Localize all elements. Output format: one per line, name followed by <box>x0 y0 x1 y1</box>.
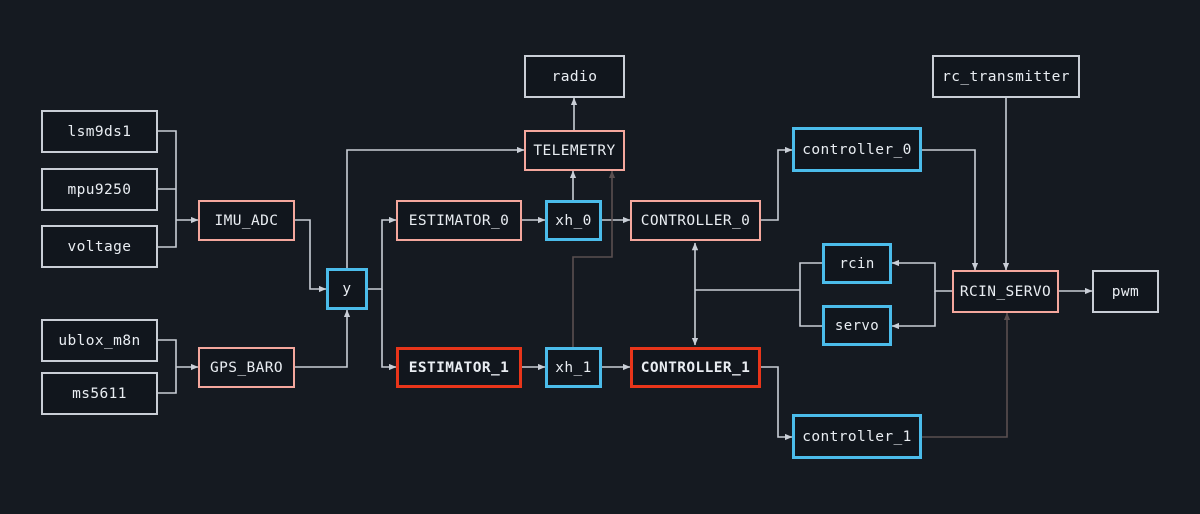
node-ms5611[interactable]: ms5611 <box>41 372 158 415</box>
node-label: rcin <box>839 255 875 272</box>
wire-rcin_servo-rcin <box>891 259 952 292</box>
node-label: IMU_ADC <box>214 212 279 229</box>
node-label: ESTIMATOR_1 <box>408 359 510 376</box>
node-rcin-servo[interactable]: RCIN_SERVO <box>952 270 1059 313</box>
node-label: radio <box>551 68 598 85</box>
node-label: RCIN_SERVO <box>959 283 1052 300</box>
node-servo[interactable]: servo <box>822 305 892 346</box>
node-mpu9250[interactable]: mpu9250 <box>41 168 158 211</box>
node-controller-0-signal[interactable]: controller_0 <box>792 127 922 172</box>
wire-controller_1-node <box>761 366 793 441</box>
node-voltage[interactable]: voltage <box>41 225 158 268</box>
node-label: y <box>342 281 352 297</box>
node-label: GPS_BARO <box>209 359 284 376</box>
node-imu-adc[interactable]: IMU_ADC <box>198 200 295 241</box>
node-gps-baro[interactable]: GPS_BARO <box>198 347 295 388</box>
node-label: rc_transmitter <box>942 68 1070 85</box>
node-label: ESTIMATOR_0 <box>408 212 510 229</box>
node-label: xh_0 <box>555 212 592 229</box>
wire-y-estimator_1 <box>381 289 397 371</box>
wire-y-estimator_0 <box>368 216 397 290</box>
node-y[interactable]: y <box>326 268 368 310</box>
wire-voltage-imu_adc <box>158 220 177 248</box>
node-rc-transmitter[interactable]: rc_transmitter <box>932 55 1080 98</box>
node-radio[interactable]: radio <box>524 55 625 98</box>
wire-rcin_servo-servo <box>891 291 936 330</box>
wire-imu_adc-y <box>295 219 327 293</box>
node-label: CONTROLLER_1 <box>640 359 751 376</box>
node-label: ms5611 <box>72 385 127 402</box>
wire-ms5611-gps_baro <box>158 367 177 394</box>
node-label: controller_1 <box>802 428 912 445</box>
node-xh-1[interactable]: xh_1 <box>545 347 602 388</box>
wire-controller_0s-rcin_servo <box>922 149 979 271</box>
wire-ublox-gps_baro <box>158 339 177 367</box>
node-controller-1[interactable]: CONTROLLER_1 <box>630 347 761 388</box>
node-lsm9ds1[interactable]: lsm9ds1 <box>41 110 158 153</box>
wire-controller_0-node <box>761 146 793 221</box>
node-ublox-m8n[interactable]: ublox_m8n <box>41 319 158 362</box>
wire-lsm9ds1-imu_adc <box>158 130 177 220</box>
node-telemetry[interactable]: TELEMETRY <box>524 130 625 171</box>
node-label: controller_0 <box>802 141 912 158</box>
node-label: ublox_m8n <box>58 332 141 349</box>
wire-controller_1s-rcin_servo-dim <box>922 312 1011 438</box>
node-label: voltage <box>67 238 132 255</box>
node-label: xh_1 <box>555 359 592 376</box>
wire-gps_baro-y <box>295 309 351 368</box>
wire-xh_1-telemetry-dim <box>572 170 616 347</box>
node-controller-0[interactable]: CONTROLLER_0 <box>630 200 761 241</box>
node-label: pwm <box>1111 283 1140 300</box>
node-label: TELEMETRY <box>533 142 616 159</box>
node-pwm[interactable]: pwm <box>1092 270 1159 313</box>
node-controller-1-signal[interactable]: controller_1 <box>792 414 922 459</box>
node-estimator-1[interactable]: ESTIMATOR_1 <box>396 347 522 388</box>
wire-bus-servo <box>799 290 822 327</box>
node-label: CONTROLLER_0 <box>640 212 751 229</box>
node-xh-0[interactable]: xh_0 <box>545 200 602 241</box>
wire-bus-rcin <box>799 262 822 290</box>
node-estimator-0[interactable]: ESTIMATOR_0 <box>396 200 522 241</box>
node-label: mpu9250 <box>67 181 132 198</box>
node-label: lsm9ds1 <box>67 123 132 140</box>
node-rcin[interactable]: rcin <box>822 243 892 284</box>
node-label: servo <box>834 317 880 334</box>
